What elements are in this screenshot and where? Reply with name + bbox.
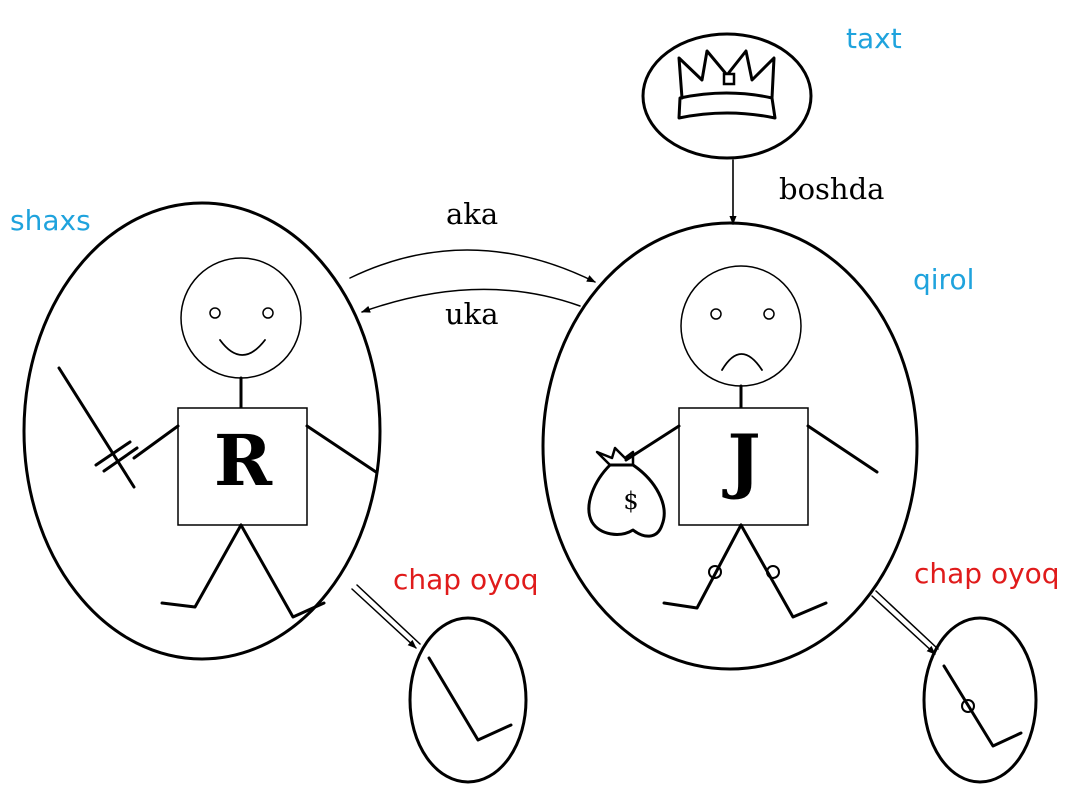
uka-arrow — [361, 288, 581, 313]
leg-with-knee-icon — [942, 664, 1023, 748]
left-leg-arrow-1 — [351, 584, 421, 649]
left-leg-node-1 — [408, 616, 528, 784]
right-person-letter: J — [721, 419, 760, 502]
left-person-node: R — [22, 201, 382, 661]
crown-node — [641, 32, 813, 160]
money-bag-symbol: $ — [623, 487, 638, 515]
sword-icon — [57, 366, 139, 489]
left-leg-label-2: chap oyoq — [914, 557, 1060, 590]
left-person-body — [177, 407, 308, 526]
aka-arrow — [349, 249, 596, 283]
boshda-label: boshda — [779, 172, 884, 206]
left-leg-label-1: chap oyoq — [393, 563, 539, 596]
right-person-node: J $ — [541, 221, 919, 671]
left-person-ellipse — [22, 201, 382, 661]
left-leg-node-2 — [922, 616, 1038, 784]
right-person-ellipse — [541, 221, 919, 671]
qirol-label: qirol — [913, 263, 974, 296]
crown-icon — [677, 49, 777, 120]
right-person-body — [678, 407, 809, 526]
uka-label: uka — [445, 297, 499, 331]
left-leg-arrow-2 — [871, 590, 939, 655]
leg-icon — [427, 656, 513, 742]
money-bag-icon: $ — [587, 446, 666, 538]
taxt-label: taxt — [846, 22, 902, 55]
aka-label: aka — [446, 197, 498, 231]
sad-face-icon — [680, 265, 802, 387]
left-person-letter: R — [214, 419, 273, 502]
shaxs-label: shaxs — [10, 204, 91, 237]
smiling-face-icon — [180, 257, 302, 379]
